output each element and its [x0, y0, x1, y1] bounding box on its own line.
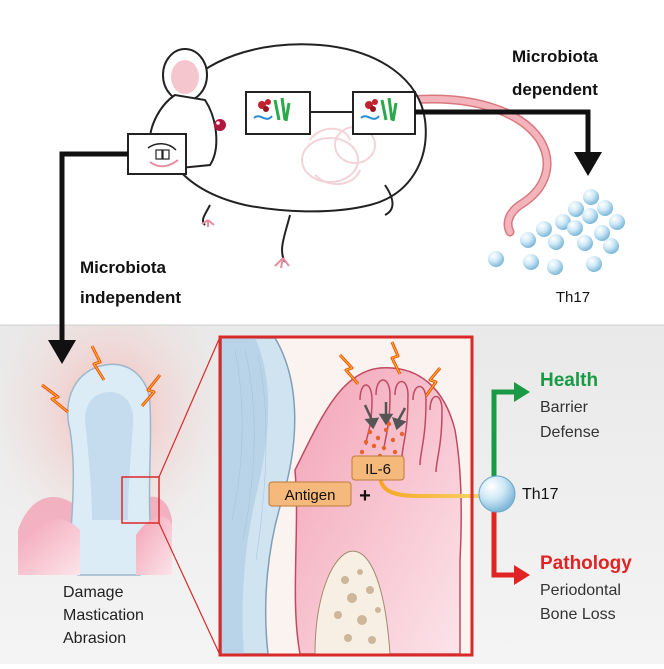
independent-arrow-head [48, 340, 76, 364]
health-branch-line [491, 389, 518, 480]
antigen-label: Antigen [285, 487, 336, 504]
tooth-illustration [18, 363, 172, 576]
microbiota-dependent-line1: Microbiota [512, 47, 598, 66]
dependent-arrow-line [415, 109, 591, 160]
abrasion-label: Abrasion [63, 630, 126, 647]
inset-frame [218, 335, 474, 657]
pathology-branch-line [491, 512, 518, 578]
periodontal-label: Periodontal [540, 582, 621, 599]
health-arrow-head [514, 382, 530, 402]
mastication-label: Mastication [63, 607, 144, 624]
dependent-arrow-head [574, 152, 602, 176]
microbiota-independent-line1: Microbiota [80, 258, 166, 277]
pathology-arrow-head [514, 565, 530, 585]
th17-right-label: Th17 [522, 486, 559, 503]
t-cell-icon [478, 475, 516, 513]
health-label: Health [540, 370, 598, 391]
defense-label: Defense [540, 424, 600, 441]
microbiota-dependent-line2: dependent [512, 80, 598, 99]
lightning-bolt-icon-inset [338, 341, 442, 397]
zoom-line-top [158, 336, 221, 478]
mouth-inset-box [127, 133, 187, 175]
microbe-cluster-icon [253, 97, 398, 122]
il6-box [351, 455, 405, 481]
bone-loss-label: Bone Loss [540, 606, 616, 623]
lightning-bolt-icon [41, 345, 162, 414]
pathology-label: Pathology [540, 553, 632, 574]
mouth-detail-icon [147, 143, 179, 168]
il6-label: IL-6 [365, 461, 391, 478]
plus-sign: + [359, 485, 371, 507]
th17-top-label: Th17 [556, 289, 590, 306]
mouse-illustration-icon [148, 43, 552, 269]
damage-label: Damage [63, 584, 124, 601]
microbiota-independent-line2: independent [80, 288, 181, 307]
zoom-line-bottom [158, 522, 221, 656]
barrier-label: Barrier [540, 399, 589, 416]
independent-arrow-line [59, 151, 128, 345]
antigen-box [268, 481, 352, 507]
th17-cell-cluster [488, 189, 625, 275]
